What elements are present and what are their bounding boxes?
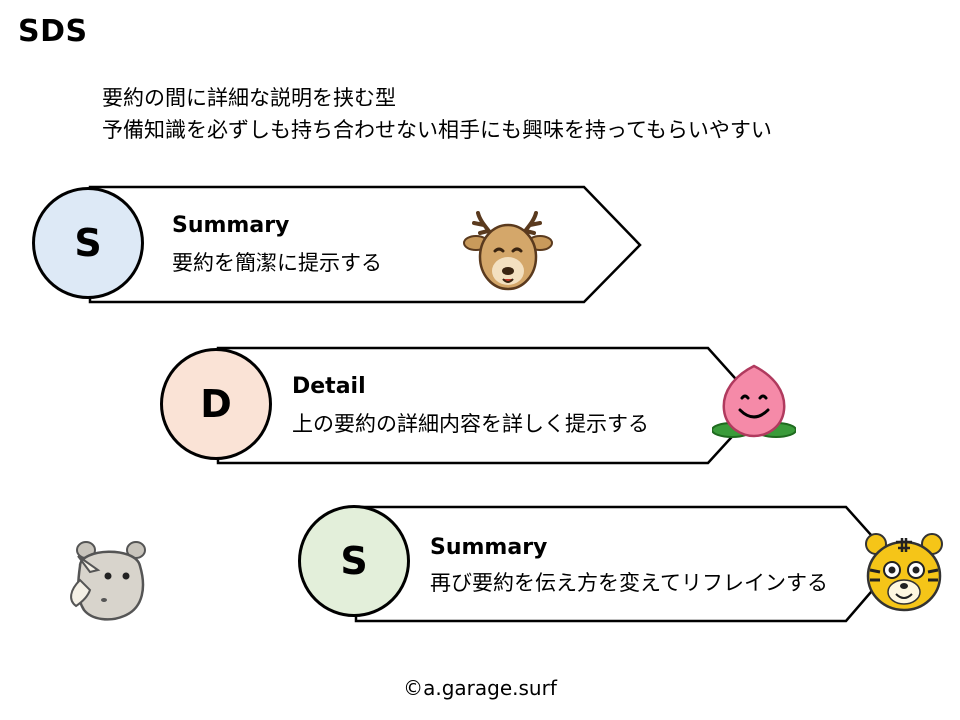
step-heading: Detail: [292, 374, 366, 399]
description-line-2: 予備知識を必ずしも持ち合わせない相手にも興味を持ってもらいやすい: [102, 118, 772, 142]
tiger-icon: [865, 533, 943, 612]
step-letter-circle: S: [298, 505, 410, 617]
step-description: 再び要約を伝え方を変えてリフレインする: [430, 571, 828, 595]
step-detail: D Detail 上の要約の詳細内容を詳しく提示する: [160, 346, 780, 466]
rhino-icon: [70, 541, 146, 621]
copyright-footer: ©a.garage.surf: [403, 676, 557, 700]
step-letter-circle: D: [160, 348, 272, 460]
step-summary-1: S Summary 要約を簡潔に提示する: [32, 185, 652, 305]
step-heading: Summary: [430, 535, 548, 560]
step-summary-2: S Summary 再び要約を伝え方を変えてリフレインする: [298, 505, 918, 625]
step-description: 上の要約の詳細内容を詳しく提示する: [292, 412, 649, 436]
step-description: 要約を簡潔に提示する: [172, 251, 382, 275]
deer-icon: [463, 211, 553, 291]
step-letter-circle: S: [32, 187, 144, 299]
peach-icon: [712, 364, 796, 438]
page-title: SDS: [18, 14, 88, 49]
description-line-1: 要約の間に詳細な説明を挟む型: [102, 86, 396, 110]
step-heading: Summary: [172, 213, 290, 238]
